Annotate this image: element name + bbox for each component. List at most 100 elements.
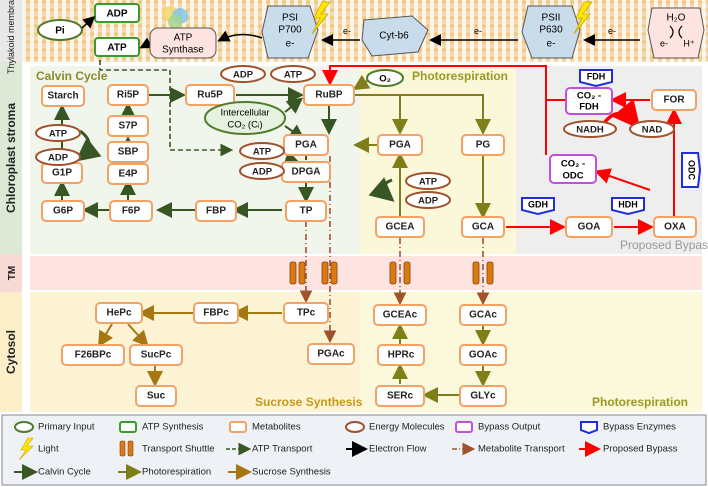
svg-text:GCAc: GCAc <box>469 310 497 321</box>
pi-to-adp-arrow <box>81 15 96 29</box>
svg-text:FBP: FBP <box>206 206 226 217</box>
svg-text:e-: e- <box>660 38 668 48</box>
electron-label-1: e- <box>343 26 351 36</box>
svg-text:H₂O: H₂O <box>667 13 686 24</box>
arrow-bypass-to-rubp <box>322 65 566 101</box>
thylakoid-adp: ADP <box>94 3 140 23</box>
svg-text:P700: P700 <box>278 25 302 36</box>
side-label-tm: TM <box>7 266 18 280</box>
enzyme-odc: ODC <box>681 152 702 188</box>
side-band-cytosol <box>0 292 22 412</box>
energy-atp-starch: ATP <box>35 124 81 142</box>
node-sbp: SBP <box>107 141 149 163</box>
energy-nad: NAD <box>629 120 675 138</box>
enzyme-hdh: HDH <box>611 197 645 216</box>
legend-light: Light <box>18 437 59 461</box>
arrow-rubp-pg <box>400 94 491 135</box>
svg-text:Calvin Cycle: Calvin Cycle <box>38 467 91 478</box>
output-co2-fdh: CO₂ - FDH <box>565 87 613 115</box>
svg-text:ADP: ADP <box>233 70 254 81</box>
svg-text:Ri5P: Ri5P <box>117 90 140 101</box>
arrow-hepc-f26bpc <box>97 323 114 348</box>
shuttle-icon <box>289 261 306 285</box>
svg-text:OXA: OXA <box>664 222 686 233</box>
legend-atp-transport: ATP Transport <box>226 442 313 456</box>
shuttle-icon <box>321 261 338 285</box>
output-co2-odc: CO₂ - ODC <box>549 154 597 184</box>
legend-metabolites: Metabolites <box>229 421 301 433</box>
photosystem-ii: PSII P630 e- <box>521 5 581 59</box>
node-s7p: S7P <box>107 115 149 137</box>
node-gcac: GCAc <box>459 304 507 326</box>
node-fbpc: FBPc <box>193 302 239 324</box>
svg-text:CO₂ (Cᵢ): CO₂ (Cᵢ) <box>227 120 262 131</box>
svg-text:NAD: NAD <box>642 125 663 136</box>
svg-text:HDH: HDH <box>618 199 638 209</box>
psi-to-synthase-arrow <box>217 30 263 42</box>
region-label-photoresp-cyto: Photorespiration <box>592 395 688 409</box>
node-hprc: HPRc <box>377 344 425 366</box>
legend-bypass-enzymes: Bypass Enzymes <box>580 421 676 435</box>
svg-text:Intercellular: Intercellular <box>220 108 269 119</box>
legend-primary-input: Primary Input <box>14 421 95 433</box>
arrow-ci-rubp <box>284 97 304 114</box>
svg-text:FDH: FDH <box>587 71 606 81</box>
energy-adp-gcea: ADP <box>405 191 451 209</box>
svg-text:Metabolites: Metabolites <box>252 422 301 433</box>
svg-text:Photorespiration: Photorespiration <box>142 467 211 478</box>
legend-transport-shuttle: Transport Shuttle <box>119 440 215 457</box>
legend-sucrose-synthesis: Sucrose Synthesis <box>228 464 331 480</box>
light-icon-psi <box>311 1 331 35</box>
cytochrome-b6: Cyt-b6 <box>361 15 429 57</box>
pi-input: Pi <box>37 19 83 41</box>
node-e4p-label: E4P <box>119 169 138 180</box>
svg-text:Metabolite Transport: Metabolite Transport <box>478 444 565 455</box>
svg-text:ADP: ADP <box>48 153 69 164</box>
arrow-hepc-sucpc <box>127 323 149 347</box>
svg-text:Pi: Pi <box>55 26 65 37</box>
region-tm-bg <box>30 256 702 290</box>
svg-text:e-: e- <box>286 39 295 50</box>
svg-text:ADP: ADP <box>106 9 127 20</box>
svg-text:Ru5P: Ru5P <box>197 90 223 101</box>
atp-synthase: ATP Synthase <box>149 6 217 59</box>
svg-text:G6P: G6P <box>53 206 73 217</box>
region-label-photoresp: Photorespiration <box>412 69 508 83</box>
svg-text:ATP: ATP <box>284 70 303 81</box>
node-pg: PG <box>461 134 505 156</box>
energy-atp-ru5p: ATP <box>270 65 316 83</box>
svg-text:ATP: ATP <box>107 43 127 54</box>
svg-text:TPc: TPc <box>297 308 316 319</box>
svg-text:GCA: GCA <box>472 222 494 233</box>
svg-text:F26BPc: F26BPc <box>75 350 112 361</box>
node-goa: GOA <box>565 216 613 238</box>
side-band-thylakoid <box>0 0 22 62</box>
svg-text:Bypass Output: Bypass Output <box>478 422 541 433</box>
svg-text:GOA: GOA <box>578 222 601 233</box>
svg-text:PSII: PSII <box>542 13 561 24</box>
svg-text:P630: P630 <box>539 25 563 36</box>
svg-text:ATP: ATP <box>253 147 272 158</box>
curve-atp-starch <box>75 129 102 162</box>
svg-text:PGAc: PGAc <box>317 349 345 360</box>
svg-text:Transport Shuttle: Transport Shuttle <box>142 444 215 455</box>
svg-text:HPRc: HPRc <box>388 350 415 361</box>
node-suc: Suc <box>135 385 177 407</box>
shuttle-icon <box>389 261 411 285</box>
legend-photorespiration: Photorespiration <box>118 464 211 480</box>
node-serc: SERc <box>375 385 425 407</box>
svg-text:Starch: Starch <box>47 91 78 102</box>
node-sucpc: SucPc <box>129 344 183 366</box>
energy-atp-pga: ATP <box>239 142 285 160</box>
node-dpga: DPGA <box>281 161 331 183</box>
svg-text:ATP: ATP <box>49 129 68 140</box>
energy-nadh: NADH <box>563 120 617 138</box>
enzyme-gdh: GDH <box>521 197 555 216</box>
svg-text:PG: PG <box>476 140 491 151</box>
node-pga2: PGA <box>377 134 423 156</box>
legend-energy-molecules: Energy Molecules <box>345 421 445 433</box>
svg-text:RuBP: RuBP <box>315 90 343 101</box>
svg-text:Energy Molecules: Energy Molecules <box>369 422 445 433</box>
svg-text:ATP Transport: ATP Transport <box>252 444 313 455</box>
node-for: FOR <box>651 89 697 111</box>
